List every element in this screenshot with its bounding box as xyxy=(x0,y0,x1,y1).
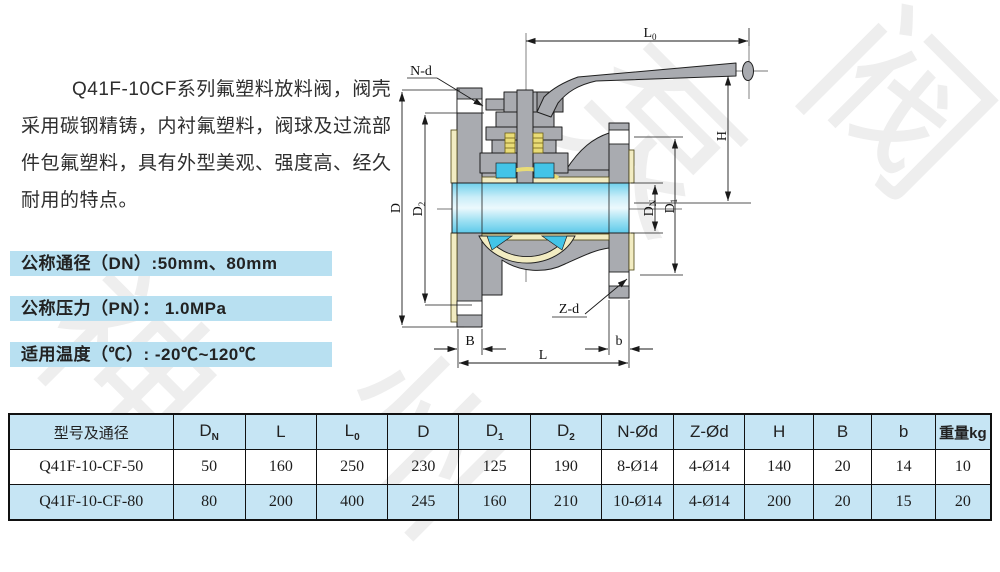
cell-l: 200 xyxy=(244,484,317,521)
dim-label-b-left: B xyxy=(465,334,474,349)
cell-d: 230 xyxy=(387,449,460,485)
dimension-labels: L0 N-d H D D2 DN D1 Z-d B b L xyxy=(389,26,730,363)
dim-label-d: D xyxy=(389,203,404,213)
cell-model: Q41F-10-CF-50 xyxy=(8,449,174,485)
dim-label-nd: N-d xyxy=(410,64,432,79)
column-header-d: D xyxy=(387,413,460,450)
cell-d2: 210 xyxy=(529,484,602,521)
cell-weight: 20 xyxy=(934,484,992,521)
cell-z-bolt: 4-Ø14 xyxy=(673,449,746,485)
ball xyxy=(478,235,576,264)
cell-d: 245 xyxy=(387,484,460,521)
cell-model: Q41F-10-CF-80 xyxy=(8,484,174,521)
dim-label-h: H xyxy=(715,131,730,141)
cell-dn: 50 xyxy=(172,449,246,485)
column-header-z-bolt: Z-Ød xyxy=(673,413,746,450)
cell-d1: 160 xyxy=(458,484,531,521)
cell-b-lower: 15 xyxy=(871,484,936,521)
column-header-h: H xyxy=(744,413,814,450)
column-header-n-bolt: N-Ød xyxy=(600,413,675,450)
dim-label-l0: L0 xyxy=(643,26,657,42)
cell-d1: 125 xyxy=(458,449,531,485)
spec-bar-nominal-diameter: 公称通径（DN）:50mm、80mm xyxy=(10,251,332,276)
cell-dn: 80 xyxy=(172,484,246,521)
dim-label-d1: D1 xyxy=(663,199,679,214)
column-header-l: L xyxy=(244,413,317,450)
flow-bore xyxy=(451,182,630,234)
column-header-model: 型号及通径 xyxy=(8,413,174,450)
packing-springs xyxy=(504,132,544,154)
cell-l0: 400 xyxy=(315,484,389,521)
cell-h: 140 xyxy=(744,449,814,485)
cell-d2: 190 xyxy=(529,449,602,485)
cell-z-bolt: 4-Ø14 xyxy=(673,484,746,521)
cell-l0: 250 xyxy=(315,449,389,485)
dim-label-l: L xyxy=(539,348,548,363)
handle-grip-end xyxy=(742,61,754,81)
cell-n-bolt: 8-Ø14 xyxy=(600,449,675,485)
column-header-dn: DN xyxy=(172,413,246,450)
watermark-glyph: 阀 xyxy=(767,0,1000,233)
dimension-lines xyxy=(398,28,751,368)
cell-weight: 10 xyxy=(934,449,992,485)
cell-h: 200 xyxy=(744,484,814,521)
cell-b-lower: 14 xyxy=(871,449,936,485)
spec-bar-nominal-pressure: 公称压力（PN）： 1.0MPa xyxy=(10,296,332,321)
dimensions-table: 型号及通径 DN L L0 D D1 D2 N-Ød Z-Ød H B b 重量… xyxy=(8,413,992,521)
dim-label-d2: D2 xyxy=(411,202,427,217)
dim-label-dn: DN xyxy=(642,199,658,216)
table-row-dn80: Q41F-10-CF-80 80 200 400 245 160 210 10-… xyxy=(8,484,992,521)
cell-n-bolt: 10-Ø14 xyxy=(600,484,675,521)
table-row-dn50: Q41F-10-CF-50 50 160 250 230 125 190 8-Ø… xyxy=(8,449,992,485)
flange-bolt-holes xyxy=(456,98,630,316)
column-header-weight: 重量kg xyxy=(934,413,992,450)
cell-b-upper: 20 xyxy=(812,484,873,521)
column-header-b-lower: b xyxy=(871,413,936,450)
lever-handle xyxy=(536,61,754,118)
column-header-d2: D2 xyxy=(529,413,602,450)
column-header-d1: D1 xyxy=(458,413,531,450)
dim-label-zd: Z-d xyxy=(559,302,579,317)
valve-cross-section-drawing: L0 N-d H D D2 DN D1 Z-d B b L xyxy=(389,26,768,368)
cell-b-upper: 20 xyxy=(812,449,873,485)
dim-label-b-right: b xyxy=(616,334,623,349)
table-header-row: 型号及通径 DN L L0 D D1 D2 N-Ød Z-Ød H B b 重量… xyxy=(8,413,992,450)
cell-l: 160 xyxy=(244,449,317,485)
column-header-b-upper: B xyxy=(812,413,873,450)
column-header-l0: L0 xyxy=(315,413,389,450)
spec-bar-temperature-range: 适用温度（℃）: -20℃~120℃ xyxy=(10,342,332,367)
product-intro: Q41F-10CF系列氟塑料放料阀，阀壳采用碳钢精铸，内衬氟塑料，阀球及过流部件… xyxy=(21,79,392,211)
bore-section-lines xyxy=(456,183,610,233)
